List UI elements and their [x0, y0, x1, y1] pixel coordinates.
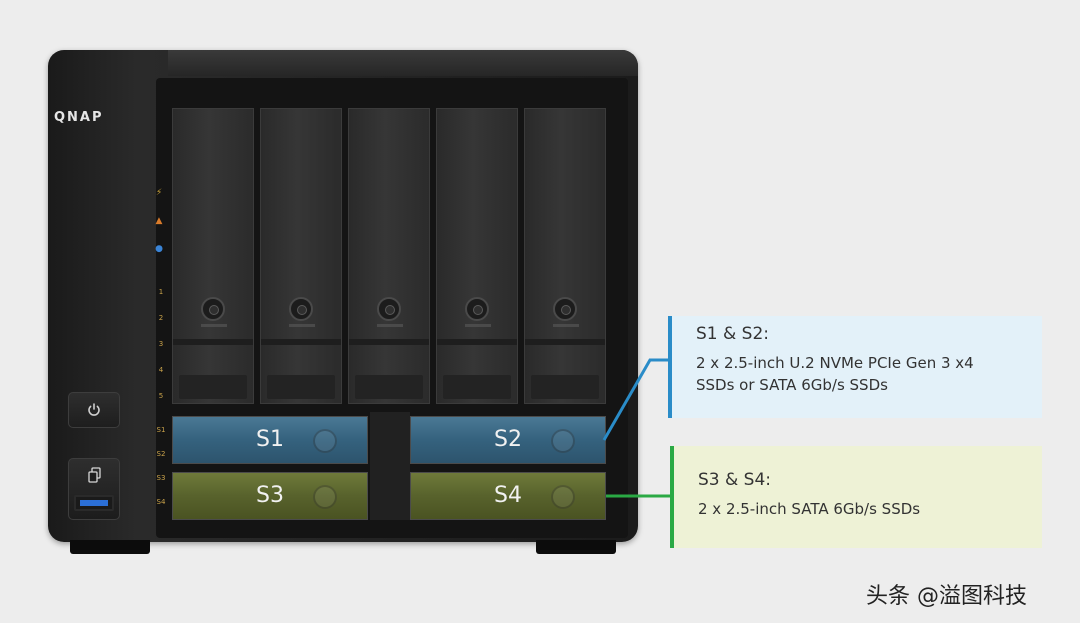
bay-divider	[349, 339, 429, 345]
bay-lock-icon[interactable]	[201, 297, 225, 321]
left-foot	[70, 540, 150, 554]
callout-description: 2 x 2.5-inch U.2 NVMe PCIe Gen 3 x4 SSDs…	[696, 352, 1042, 396]
led-number: 4	[158, 366, 164, 374]
hdd-bay[interactable]	[348, 108, 430, 404]
bay-lock-marking	[201, 324, 227, 327]
bay-lock-marking	[465, 324, 491, 327]
nas-device: QNAP ⚡ ▲ ● 1 2 3 4 5 S1 S2 S3 S4	[48, 50, 638, 555]
bay-handle[interactable]	[443, 375, 511, 399]
led-number: 5	[158, 392, 164, 400]
ssd-slot-divider	[370, 412, 410, 520]
power-icon	[88, 403, 100, 416]
hdd-bay[interactable]	[260, 108, 342, 404]
slot-latch-icon[interactable]	[551, 429, 575, 453]
hdd-bay[interactable]	[172, 108, 254, 404]
usb-copy-panel	[68, 458, 120, 520]
status-led-icon: ⚡	[155, 188, 163, 198]
bay-lock-icon[interactable]	[465, 297, 489, 321]
bay-handle[interactable]	[531, 375, 599, 399]
ssd-slot-label: S3	[256, 483, 284, 508]
led-number: S1	[156, 426, 166, 434]
slot-latch-icon[interactable]	[313, 429, 337, 453]
led-number: 1	[158, 288, 164, 296]
led-number: 3	[158, 340, 164, 348]
led-number: S2	[156, 450, 166, 458]
bay-lock-icon[interactable]	[377, 297, 401, 321]
led-number: S3	[156, 474, 166, 482]
callout-s3-s4: S3 & S4: 2 x 2.5-inch SATA 6Gb/s SSDs	[670, 446, 1042, 548]
right-foot	[536, 540, 616, 554]
usb-port-icon[interactable]	[74, 495, 114, 511]
copy-icon[interactable]	[87, 467, 103, 483]
callout-s1-s2: S1 & S2: 2 x 2.5-inch U.2 NVMe PCIe Gen …	[668, 316, 1042, 418]
callout-title: S1 & S2:	[696, 324, 770, 344]
bay-handle[interactable]	[355, 375, 423, 399]
ssd-slot-s4[interactable]: S4	[410, 472, 606, 520]
bay-divider	[261, 339, 341, 345]
led-number: 2	[158, 314, 164, 322]
bay-divider	[525, 339, 605, 345]
power-button[interactable]	[68, 392, 120, 428]
bay-lock-marking	[377, 324, 403, 327]
hdd-bay[interactable]	[524, 108, 606, 404]
ssd-slot-s3[interactable]: S3	[172, 472, 368, 520]
hdd-bay[interactable]	[436, 108, 518, 404]
network-led-icon: ▲	[155, 216, 163, 226]
brand-logo: QNAP	[54, 110, 104, 125]
callout-desc-line: SSDs or SATA 6Gb/s SSDs	[696, 376, 888, 394]
ssd-slot-s2[interactable]: S2	[410, 416, 606, 464]
bay-handle[interactable]	[267, 375, 335, 399]
chassis-top-seam	[168, 50, 638, 76]
bay-lock-marking	[553, 324, 579, 327]
ssd-slot-label: S1	[256, 427, 284, 452]
ssd-slot-label: S2	[494, 427, 522, 452]
ssd-slot-s1[interactable]: S1	[172, 416, 368, 464]
usb-led-icon: ●	[155, 244, 163, 254]
callout-desc-line: 2 x 2.5-inch SATA 6Gb/s SSDs	[698, 500, 921, 518]
bay-divider	[173, 339, 253, 345]
callout-title: S3 & S4:	[698, 470, 772, 490]
led-number: S4	[156, 498, 166, 506]
bay-lock-icon[interactable]	[553, 297, 577, 321]
bay-lock-icon[interactable]	[289, 297, 313, 321]
bay-divider	[437, 339, 517, 345]
ssd-slot-label: S4	[494, 483, 522, 508]
bay-lock-marking	[289, 324, 315, 327]
callout-description: 2 x 2.5-inch SATA 6Gb/s SSDs	[698, 498, 1042, 520]
bay-handle[interactable]	[179, 375, 247, 399]
slot-latch-icon[interactable]	[551, 485, 575, 509]
callout-desc-line: 2 x 2.5-inch U.2 NVMe PCIe Gen 3 x4	[696, 354, 974, 372]
slot-latch-icon[interactable]	[313, 485, 337, 509]
watermark: 头条 @溢图科技	[866, 584, 1027, 609]
